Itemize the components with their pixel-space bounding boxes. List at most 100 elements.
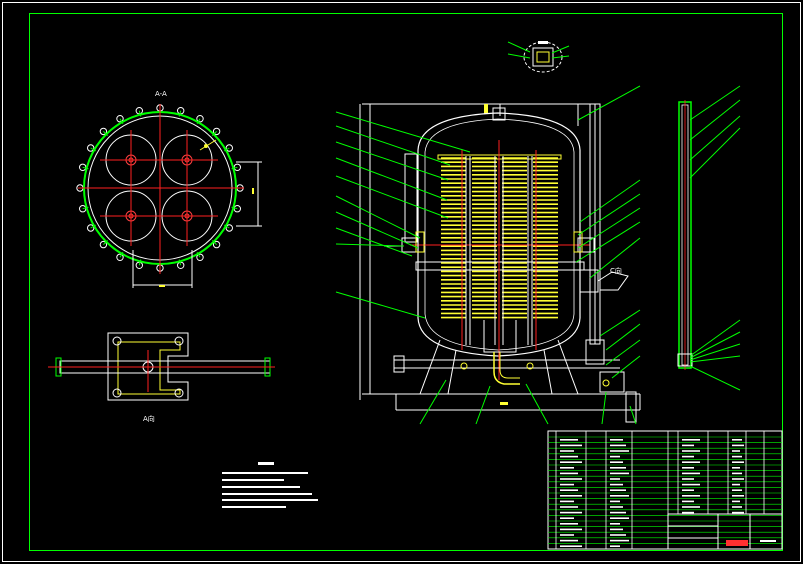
detail-view-nameplate	[507, 41, 570, 73]
leader-line	[577, 193, 641, 236]
bolt	[87, 224, 95, 232]
text-mark	[682, 511, 694, 514]
text-mark	[610, 545, 620, 547]
text-mark	[610, 506, 623, 508]
leader-line	[611, 355, 641, 379]
text-mark	[732, 455, 742, 458]
leader-line	[601, 391, 607, 425]
section-a-a-view	[76, 104, 262, 288]
text-mark	[682, 506, 700, 508]
leader-line	[577, 85, 641, 121]
leader-line	[589, 237, 641, 279]
dimension-lines-a-a	[132, 161, 262, 288]
bolt-stud	[103, 239, 109, 245]
text-mark	[682, 472, 700, 475]
leader-line	[335, 157, 448, 201]
text-mark	[732, 439, 742, 441]
text-mark	[560, 495, 582, 497]
bolt-stud	[90, 224, 97, 229]
text-mark	[560, 489, 578, 491]
leader-line	[335, 125, 451, 166]
leader-line	[525, 383, 549, 425]
bolt-stud	[196, 251, 201, 258]
sheet-inner-border	[29, 13, 783, 551]
title-block	[547, 430, 783, 550]
centerlines-a-a	[78, 104, 244, 274]
leader-line	[689, 343, 741, 361]
leader-line	[605, 323, 641, 351]
leader-line	[335, 211, 419, 249]
text-mark	[610, 455, 620, 458]
detail-view-label: C向	[610, 267, 622, 275]
leader-line	[335, 291, 426, 319]
text-mark	[560, 483, 574, 486]
bolt	[99, 240, 108, 249]
leader-line	[689, 127, 741, 179]
bolt	[196, 115, 204, 123]
view-a-bracket-detail	[48, 332, 275, 401]
text-mark	[682, 444, 694, 447]
side-rod-detail	[677, 100, 693, 370]
bolt-stud	[211, 131, 217, 137]
text-mark	[732, 472, 742, 475]
leader-line	[605, 339, 641, 366]
text-mark	[682, 467, 694, 469]
text-mark	[560, 545, 582, 547]
bolt	[87, 144, 95, 152]
bolt-stud	[119, 251, 124, 258]
leader-line	[689, 99, 741, 141]
text-mark	[732, 495, 744, 497]
leader-line	[335, 175, 449, 219]
text-mark	[732, 478, 744, 480]
text-mark	[732, 489, 742, 491]
text-mark	[682, 495, 700, 497]
leader-line	[335, 111, 471, 153]
text-mark	[560, 450, 574, 452]
technical-notes-block	[222, 462, 318, 508]
leader-line	[335, 195, 421, 239]
bolt-stud	[223, 147, 230, 152]
leader-lines	[335, 85, 741, 425]
bolt-stud	[119, 118, 124, 125]
leader-line	[335, 227, 413, 257]
text-mark	[560, 455, 578, 458]
bolt	[99, 127, 108, 136]
text-mark	[560, 461, 582, 463]
text-mark	[732, 467, 740, 469]
text-mark	[732, 483, 740, 486]
leader-line	[419, 379, 447, 425]
text-mark	[610, 450, 629, 452]
bolt	[225, 224, 234, 232]
bolt	[196, 253, 204, 261]
leader-line	[575, 221, 641, 263]
text-mark	[610, 534, 626, 536]
text-mark	[560, 528, 582, 531]
leader-line	[475, 385, 491, 425]
bolt-stud	[223, 224, 230, 229]
bolt-stud	[82, 166, 89, 170]
text-mark	[560, 478, 582, 480]
leader-line	[579, 179, 641, 223]
text-mark	[610, 528, 623, 531]
leader-line	[689, 365, 741, 391]
bolt	[225, 144, 234, 152]
text-mark	[560, 523, 578, 525]
leader-line	[689, 355, 741, 363]
leader-line	[629, 405, 637, 425]
bolt-stud	[90, 147, 97, 152]
text-mark	[560, 506, 578, 508]
text-mark	[732, 500, 740, 503]
leader-line	[335, 243, 405, 247]
leader-line	[335, 141, 449, 181]
view-a-title: A向	[143, 415, 155, 423]
text-mark	[560, 444, 582, 447]
bolt-stud	[178, 259, 182, 266]
leader-line	[577, 207, 641, 249]
text-mark	[610, 495, 629, 497]
text-mark	[610, 472, 629, 475]
section-a-a-label: A-A	[155, 90, 167, 98]
leader-line	[599, 309, 641, 337]
text-mark	[732, 450, 740, 452]
